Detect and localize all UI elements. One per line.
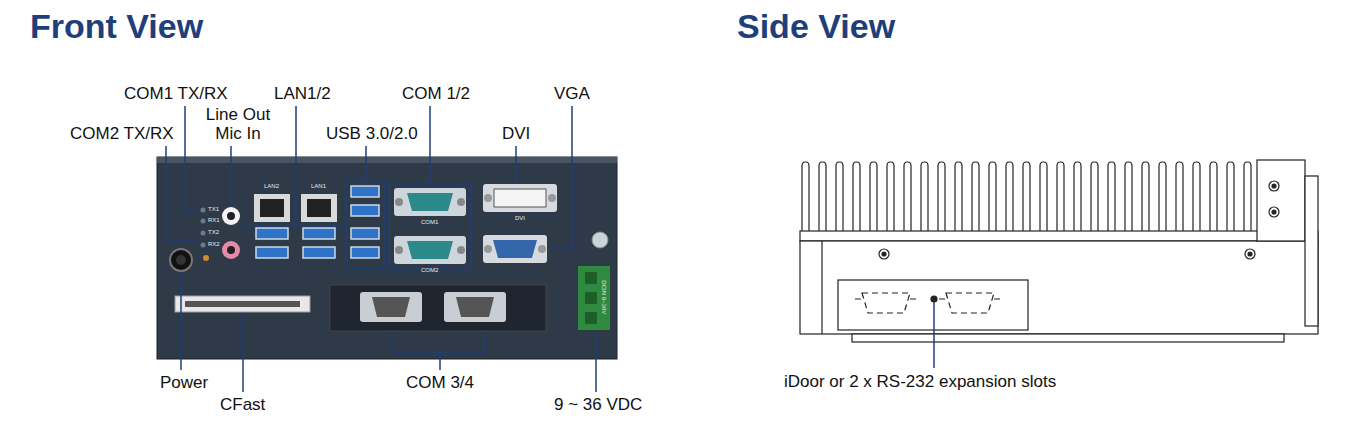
callout-label: CFast	[220, 396, 265, 415]
callout-label: COM 1/2	[402, 85, 470, 104]
front-panel	[157, 157, 617, 359]
callout-label: COM 3/4	[406, 374, 474, 393]
callout-label: VGA	[554, 85, 590, 104]
panel-marking: TX1	[208, 206, 219, 213]
callout-label: 9 ~ 36 VDC	[554, 396, 642, 415]
callout-label: COM1 TX/RX	[124, 85, 228, 104]
panel-marking: LAN2	[264, 183, 279, 190]
callout-label: LAN1/2	[274, 85, 331, 104]
callout-label: DVI	[502, 125, 530, 144]
callout-label: iDoor or 2 x RS-232 expansion slots	[784, 373, 1056, 392]
callout-label: Line Out Mic In	[201, 106, 275, 143]
callout-label: Power	[160, 374, 208, 393]
side-view	[800, 160, 1318, 368]
leader-lines	[166, 106, 596, 392]
panel-marking: COM1	[421, 219, 438, 226]
panel-marking: DVI	[515, 215, 525, 222]
panel-marking: LAN1	[311, 183, 326, 190]
panel-marking: DCIN 9~36V	[601, 280, 608, 314]
callout-label: USB 3.0/2.0	[326, 125, 418, 144]
panel-marking: RX2	[208, 241, 220, 248]
panel-marking: TX2	[208, 229, 219, 236]
panel-marking: RX1	[208, 217, 220, 224]
view-heading: Front View	[30, 8, 203, 45]
view-heading: Side View	[737, 8, 895, 45]
callout-label: COM2 TX/RX	[70, 125, 174, 144]
panel-marking: COM2	[421, 267, 438, 274]
